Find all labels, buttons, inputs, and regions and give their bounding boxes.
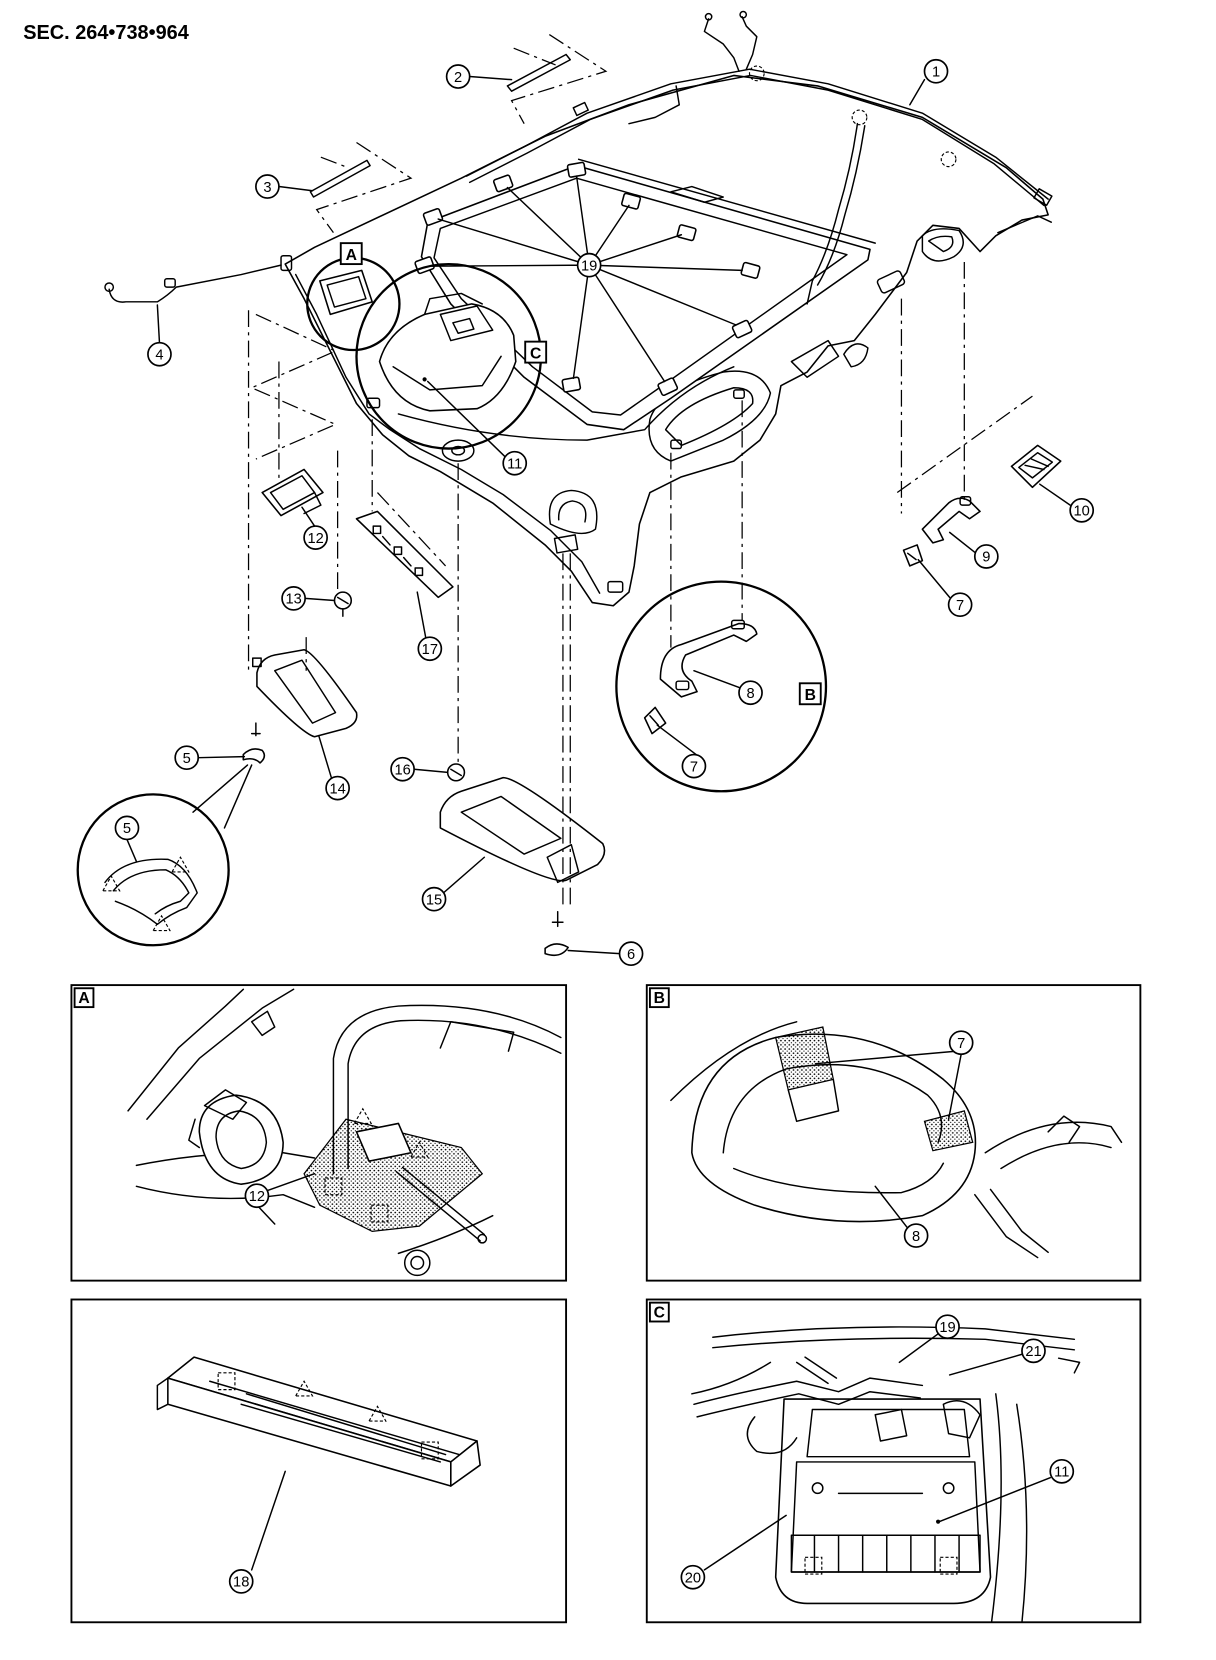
svg-text:7: 7 xyxy=(956,598,964,614)
svg-text:18: 18 xyxy=(233,1575,249,1591)
svg-text:16: 16 xyxy=(394,762,410,778)
detail-panel-b: B 7 8 xyxy=(645,984,1142,1282)
callout-9: 9 xyxy=(973,544,999,569)
svg-text:2: 2 xyxy=(454,70,462,86)
detail-panel-a: A 12 xyxy=(70,984,568,1282)
panel-label-c: C xyxy=(648,1301,670,1323)
callout-14: 14 xyxy=(325,775,350,801)
detail-marker-c: C xyxy=(524,340,548,364)
svg-text:13: 13 xyxy=(285,592,301,608)
svg-text:7: 7 xyxy=(690,759,698,775)
svg-text:9: 9 xyxy=(982,550,990,566)
svg-text:3: 3 xyxy=(263,180,271,196)
svg-text:8: 8 xyxy=(912,1229,920,1245)
detail-marker-a: A xyxy=(339,242,363,266)
svg-text:15: 15 xyxy=(426,892,442,908)
panel-rail-callout-18: 18 xyxy=(228,1569,254,1594)
callout-3: 3 xyxy=(255,174,280,199)
svg-text:5: 5 xyxy=(183,751,191,767)
callout-6: 6 xyxy=(618,941,644,967)
detail-circle-b xyxy=(615,580,828,793)
callout-16: 16 xyxy=(390,756,415,782)
leader-lines xyxy=(126,75,1071,955)
roof-side-molding-upper xyxy=(506,34,608,124)
svg-text:20: 20 xyxy=(685,1570,701,1586)
svg-text:B: B xyxy=(654,990,665,1007)
sun-visor-left xyxy=(250,648,358,738)
sun-visor-right xyxy=(439,776,606,928)
svg-text:5: 5 xyxy=(123,821,131,837)
svg-text:A: A xyxy=(346,247,357,264)
callout-13: 13 xyxy=(281,586,306,611)
panel-b-callout-7: 7 xyxy=(948,1030,974,1056)
visor-holder-clip-5 xyxy=(242,748,266,764)
roof-rail-bracket xyxy=(355,510,454,599)
roof-harness xyxy=(465,10,1053,305)
svg-text:11: 11 xyxy=(507,456,522,472)
svg-text:B: B xyxy=(805,687,816,704)
callout-4: 4 xyxy=(147,341,172,367)
front-harness xyxy=(104,254,293,303)
clip-5-inset xyxy=(76,764,253,947)
sunvisor-clip-right xyxy=(446,763,466,782)
installation-lines xyxy=(247,261,1033,910)
assist-grip-rear xyxy=(902,496,981,567)
panel-c-callout-19: 19 xyxy=(935,1314,960,1340)
callout-15: 15 xyxy=(421,886,447,912)
callout-12: 12 xyxy=(303,525,328,550)
panel-label-a: A xyxy=(73,987,95,1009)
detail-marker-b: B xyxy=(798,682,822,706)
sunvisor-bracket xyxy=(261,468,324,517)
main-callouts: 1 2 3 4 5 5 6 7 7 8 9 10 11 12 13 14 15 … xyxy=(114,58,1095,967)
svg-text:12: 12 xyxy=(249,1189,265,1205)
callout-8: 8 xyxy=(738,680,763,706)
panel-label-b: B xyxy=(648,987,670,1009)
detail-panel-c: C 19 21 20 11 xyxy=(645,1298,1142,1624)
svg-text:4: 4 xyxy=(155,347,163,363)
panel-c-callout-11: 11 xyxy=(1049,1458,1075,1484)
callout-10: 10 xyxy=(1069,498,1095,523)
svg-text:A: A xyxy=(78,990,89,1007)
svg-text:C: C xyxy=(654,1304,665,1321)
svg-text:14: 14 xyxy=(329,781,345,797)
callout-7: 7 xyxy=(947,592,973,618)
svg-text:19: 19 xyxy=(939,1320,955,1336)
svg-text:12: 12 xyxy=(307,531,323,547)
svg-text:6: 6 xyxy=(627,947,635,963)
callout-5-inset: 5 xyxy=(114,815,140,841)
svg-text:19: 19 xyxy=(581,258,597,274)
callout-2: 2 xyxy=(445,64,471,89)
svg-text:8: 8 xyxy=(746,686,754,702)
panel-c-callout-20: 20 xyxy=(680,1564,706,1590)
detail-circle-a xyxy=(306,256,401,352)
callout-17: 17 xyxy=(417,636,443,662)
svg-text:17: 17 xyxy=(422,642,438,658)
detail-panel-rail: 18 xyxy=(70,1298,568,1624)
svg-text:C: C xyxy=(530,345,541,362)
main-view: 1 2 3 4 5 5 6 7 7 8 9 10 11 12 13 14 15 … xyxy=(76,10,1095,967)
panel-b-callout-8: 8 xyxy=(903,1223,929,1248)
panel-a-callout-12: 12 xyxy=(244,1183,270,1209)
visor-holder-clip-6 xyxy=(544,943,569,957)
callout-11: 11 xyxy=(502,450,528,476)
callout-7-detail-b: 7 xyxy=(681,753,707,779)
svg-text:11: 11 xyxy=(1054,1465,1069,1481)
svg-text:7: 7 xyxy=(957,1036,965,1052)
section-code: SEC. 264•738•964 xyxy=(23,22,189,44)
roof-side-molding-lower xyxy=(309,141,413,234)
callout-1: 1 xyxy=(923,58,949,84)
sunvisor-clip-left xyxy=(333,591,353,617)
callout-19: 19 xyxy=(576,252,602,278)
detail-markers: A C B xyxy=(339,242,822,706)
panel-c-callout-21: 21 xyxy=(1021,1338,1046,1364)
sunroof-clips xyxy=(414,161,761,397)
svg-text:21: 21 xyxy=(1025,1344,1041,1360)
sunroof-opening xyxy=(420,158,876,431)
dome-lamp xyxy=(1010,444,1062,489)
svg-text:1: 1 xyxy=(932,65,940,81)
callout-5: 5 xyxy=(174,745,200,771)
svg-text:10: 10 xyxy=(1074,504,1090,520)
